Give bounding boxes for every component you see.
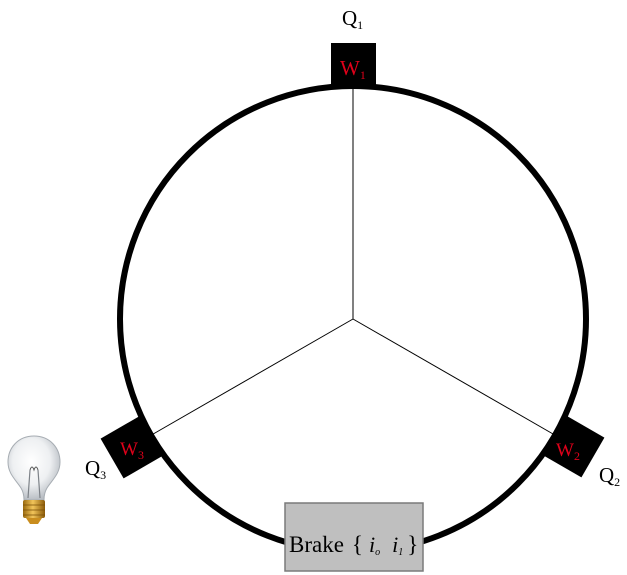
brake-box	[284, 502, 424, 572]
spoke-to-w3	[147, 318, 354, 438]
lightbulb-icon	[7, 435, 61, 524]
spokes	[147, 85, 561, 439]
node-w2[interactable]	[541, 414, 605, 478]
node-w3[interactable]	[100, 415, 164, 479]
node-w2-box	[541, 414, 605, 478]
position-q3-label: Q3	[85, 456, 106, 482]
position-q2-label: Q2	[599, 463, 620, 489]
node-w2-label: W2	[556, 440, 580, 463]
node-w1-label: W1	[340, 56, 366, 82]
node-w3-box	[100, 415, 164, 479]
spoke-to-w2	[352, 318, 561, 439]
node-w1-box	[331, 43, 376, 88]
node-w3-label: W3	[120, 439, 144, 462]
node-w1[interactable]: W1	[331, 43, 376, 88]
position-q1-label: Q1	[342, 6, 363, 32]
